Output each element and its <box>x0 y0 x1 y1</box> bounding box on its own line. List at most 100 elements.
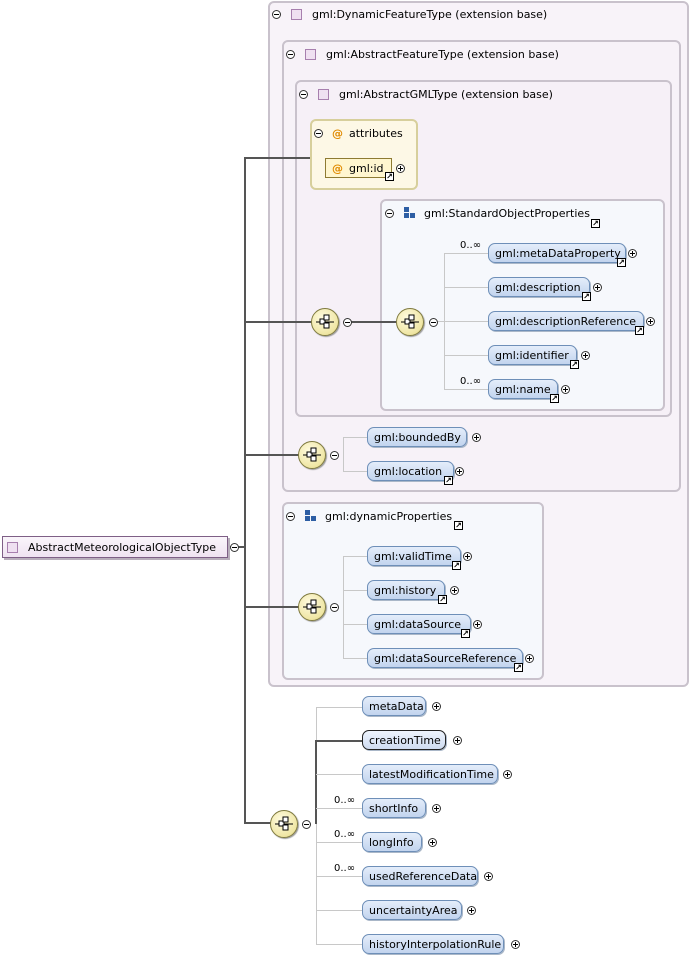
expand-icon[interactable] <box>484 872 493 881</box>
attributes-box <box>310 119 418 190</box>
collapse-icon[interactable] <box>330 451 339 460</box>
reference-arrow-icon: ↗ <box>461 629 470 638</box>
standard-object-properties-label: gml:StandardObjectProperties <box>424 206 590 220</box>
fan-line <box>343 624 367 625</box>
expand-icon[interactable] <box>455 467 464 476</box>
expand-icon[interactable] <box>646 317 655 326</box>
root-collapse[interactable] <box>230 542 239 555</box>
collapse-icon[interactable] <box>330 603 339 612</box>
collapse-icon[interactable] <box>314 128 323 138</box>
element-metadata[interactable]: metaData <box>362 696 426 716</box>
element-gml-datasourcereference[interactable]: gml:dataSourceReference <box>367 648 523 668</box>
fan-line <box>444 287 488 288</box>
element-gml-description[interactable]: gml:description <box>488 277 590 297</box>
fan-line <box>444 321 488 322</box>
collapse-icon[interactable] <box>429 318 438 327</box>
expand-icon[interactable] <box>467 906 476 915</box>
sequence-compositor[interactable] <box>298 441 326 469</box>
branch-connector <box>244 822 271 824</box>
sequence-collapse[interactable] <box>429 317 438 330</box>
fan-line <box>438 321 445 322</box>
collapse-icon[interactable] <box>230 543 239 552</box>
expand-icon[interactable] <box>593 283 602 292</box>
collapse-icon[interactable] <box>286 49 295 59</box>
element-gml-boundedby[interactable]: gml:boundedBy <box>367 427 467 447</box>
element-latestmodificationtime[interactable]: latestModificationTime <box>362 764 498 784</box>
sequence-collapse[interactable] <box>302 819 311 832</box>
fan-line <box>316 707 317 944</box>
expand-icon[interactable] <box>396 164 405 173</box>
attribute-icon: @ <box>332 161 343 175</box>
sequence-collapse[interactable] <box>330 450 339 463</box>
complex-type-icon <box>7 541 18 553</box>
sequence-icon <box>401 314 419 329</box>
fan-line <box>316 774 362 775</box>
expand-icon[interactable] <box>525 654 534 663</box>
fan-line <box>444 389 488 390</box>
element-creationtime[interactable]: creationTime <box>362 730 446 750</box>
sequence-collapse[interactable] <box>330 602 339 615</box>
expand-icon[interactable] <box>453 736 462 745</box>
expand-icon[interactable] <box>428 838 437 847</box>
element-label: gml:location <box>374 464 443 478</box>
collapse-icon[interactable] <box>299 89 308 99</box>
sequence-icon <box>316 314 334 329</box>
element-gml-validtime[interactable]: gml:validTime <box>367 546 461 566</box>
expand-icon[interactable] <box>463 552 472 561</box>
collapse-icon[interactable] <box>272 9 281 19</box>
required-line <box>315 740 317 824</box>
expand-icon[interactable] <box>473 620 482 629</box>
reference-arrow-icon: ↗ <box>570 360 579 369</box>
sequence-compositor[interactable] <box>396 308 424 336</box>
reference-arrow-icon: ↗ <box>454 521 463 530</box>
element-label: gml:boundedBy <box>374 430 461 444</box>
dynamic-feature-type-header[interactable]: gml:DynamicFeatureType (extension base) <box>272 6 547 22</box>
element-gml-location[interactable]: gml:location <box>367 461 454 481</box>
expand-icon[interactable] <box>432 702 441 711</box>
group-icon <box>404 207 416 219</box>
element-gml-descriptionreference[interactable]: gml:descriptionReference <box>488 311 644 331</box>
expand-icon[interactable] <box>472 433 481 442</box>
element-label: gml:validTime <box>374 549 452 563</box>
abstract-gml-type-header[interactable]: gml:AbstractGMLType (extension base) <box>299 86 553 102</box>
sequence-compositor[interactable] <box>270 810 298 838</box>
element-gml-datasource[interactable]: gml:dataSource <box>367 614 471 634</box>
collapse-icon[interactable] <box>385 208 394 218</box>
element-gml-name[interactable]: gml:name <box>488 379 558 399</box>
dynamic-properties-header[interactable]: gml:dynamicProperties <box>286 508 452 524</box>
reference-arrow-icon: ↗ <box>635 326 644 335</box>
expand-icon[interactable] <box>503 770 512 779</box>
expand-icon[interactable] <box>511 940 520 949</box>
expand-icon[interactable] <box>432 804 441 813</box>
element-longinfo[interactable]: longInfo <box>362 832 422 852</box>
fan-line <box>316 910 362 911</box>
element-label: gml:description <box>495 280 581 294</box>
abstract-feature-type-header[interactable]: gml:AbstractFeatureType (extension base) <box>286 46 559 62</box>
expand-icon[interactable] <box>581 351 590 360</box>
attributes-header[interactable]: @ attributes <box>314 125 403 141</box>
root-element[interactable]: AbstractMeteorologicalObjectType <box>2 536 228 558</box>
collapse-icon[interactable] <box>343 318 352 327</box>
sequence-compositor[interactable] <box>311 308 339 336</box>
required-line <box>316 740 362 742</box>
element-gml-metadataproperty[interactable]: gml:metaDataProperty <box>488 243 626 263</box>
sequence-collapse[interactable] <box>343 317 352 330</box>
sequence-compositor[interactable] <box>298 593 326 621</box>
element-shortinfo[interactable]: shortInfo <box>362 798 426 818</box>
element-gml-history[interactable]: gml:history <box>367 580 445 600</box>
dynamic-properties-label: gml:dynamicProperties <box>325 509 453 523</box>
element-gml-identifier[interactable]: gml:identifier <box>488 345 577 365</box>
collapse-icon[interactable] <box>302 820 311 829</box>
element-usedreferencedata[interactable]: usedReferenceData <box>362 866 478 886</box>
collapse-icon[interactable] <box>286 511 295 521</box>
element-label: metaData <box>369 699 424 713</box>
element-uncertaintyarea[interactable]: uncertaintyArea <box>362 900 462 920</box>
expand-icon[interactable] <box>628 249 637 258</box>
element-historyinterpolationrule[interactable]: historyInterpolationRule <box>362 934 504 954</box>
expand-icon[interactable] <box>561 385 570 394</box>
branch-connector <box>244 454 299 456</box>
standard-object-properties-header[interactable]: gml:StandardObjectProperties <box>385 205 590 221</box>
reference-arrow-icon: ↗ <box>444 476 453 485</box>
attribute-gml-id[interactable]: @ gml:id <box>325 158 392 178</box>
expand-icon[interactable] <box>450 586 459 595</box>
